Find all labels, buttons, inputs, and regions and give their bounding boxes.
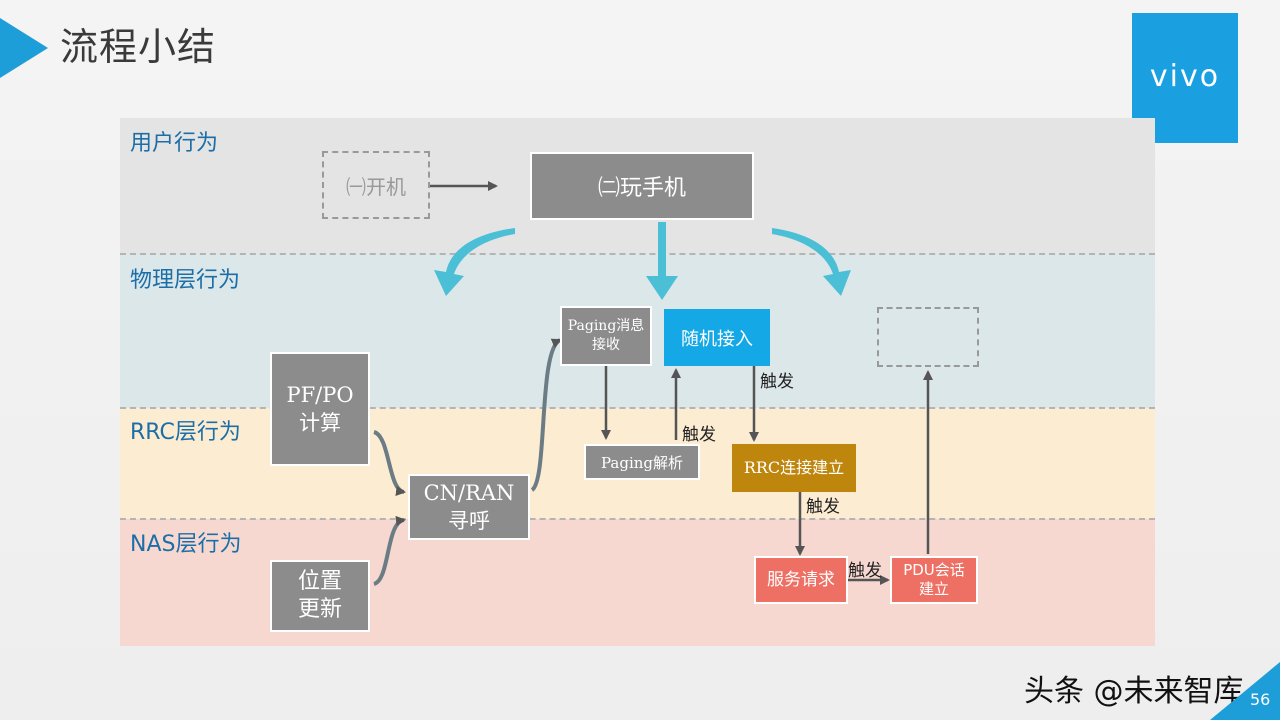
node-location-update: 位置更新 bbox=[270, 560, 370, 632]
lane-label-user: 用户行为 bbox=[130, 131, 219, 156]
node-service-request: 服务请求 bbox=[754, 556, 848, 604]
big-arrow-right bbox=[772, 228, 851, 296]
node-paging-parse: Paging解析 bbox=[584, 444, 700, 480]
node-power-on: ㈠开机 bbox=[322, 151, 430, 219]
node-empty-placeholder bbox=[877, 307, 979, 367]
trigger-label: 触发 bbox=[806, 497, 840, 517]
trigger-label: 触发 bbox=[760, 372, 794, 392]
page-title: 流程小结 bbox=[60, 25, 217, 69]
big-arrow-center bbox=[646, 222, 678, 300]
lane-divider bbox=[120, 518, 1155, 520]
node-pf-po: PF/PO计算 bbox=[270, 352, 370, 466]
page-corner-triangle bbox=[1210, 662, 1280, 720]
logo-text: vivo bbox=[1149, 59, 1221, 94]
title-arrow-icon bbox=[0, 18, 48, 78]
arrow-pfpo-cnran bbox=[373, 430, 406, 496]
page-number: 56 bbox=[1250, 690, 1271, 709]
lane-divider bbox=[120, 253, 1155, 255]
lane-label-rrc: RRC层行为 bbox=[130, 420, 241, 445]
lane-label-physical: 物理层行为 bbox=[130, 268, 241, 293]
node-random-access: 随机接入 bbox=[664, 309, 770, 366]
arrow-cnran-paging bbox=[530, 338, 562, 492]
node-rrc-setup: RRC连接建立 bbox=[732, 444, 856, 492]
trigger-label: 触发 bbox=[682, 425, 716, 445]
lane-label-nas: NAS层行为 bbox=[130, 532, 242, 557]
arrow-location-cnran bbox=[372, 515, 406, 586]
lane-divider bbox=[120, 407, 1155, 409]
node-cn-ran: CN/RAN寻呼 bbox=[408, 474, 530, 540]
node-pdu-setup: PDU会话建立 bbox=[890, 556, 978, 604]
node-play-phone: ㈡玩手机 bbox=[530, 152, 754, 220]
trigger-label: 触发 bbox=[848, 561, 882, 581]
watermark: 头条 @未来智库 bbox=[1024, 674, 1244, 709]
big-arrow-left bbox=[434, 228, 515, 296]
node-paging-receive: Paging消息接收 bbox=[560, 306, 652, 366]
